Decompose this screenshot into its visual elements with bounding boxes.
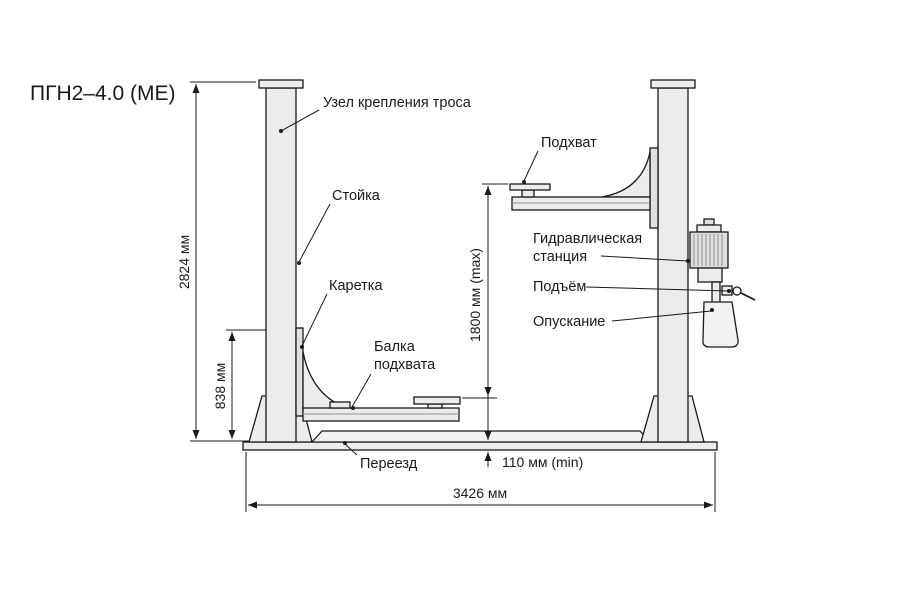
base-frame-bar <box>242 441 718 451</box>
label-hydraulic-line1: Гидравлическая <box>533 231 642 247</box>
label-carriage: Каретка <box>329 278 383 294</box>
left-post-cap <box>258 79 304 89</box>
label-raise: Подъём <box>533 279 586 295</box>
dim-min-height: 110 мм (min) <box>462 380 583 470</box>
leader-dot <box>710 308 714 312</box>
label-post: Стойка <box>332 188 381 204</box>
pump-block <box>697 267 723 283</box>
leader-dot <box>297 261 301 265</box>
leader-dot <box>727 289 731 293</box>
dim-total-height-text: 2824 мм <box>176 235 192 289</box>
label-cable-unit: Узел крепления троса <box>323 95 472 111</box>
left-small-pad <box>329 401 351 409</box>
leader-line <box>523 150 539 182</box>
diagram-title: ПГН2–4.0 (ME) <box>30 82 176 105</box>
dim-carriage-height-text: 838 мм <box>212 363 228 410</box>
base-frame <box>242 430 718 451</box>
leader-dot <box>300 345 304 349</box>
callout-post: Стойка <box>297 188 381 265</box>
leader-dot <box>522 180 526 184</box>
right-post <box>650 79 696 443</box>
callout-pickup: Подхват <box>522 135 597 184</box>
motor-fins <box>693 234 723 266</box>
label-beam-line2: подхвата <box>374 357 436 373</box>
motor-top-knob <box>703 218 715 226</box>
leader-line <box>298 203 331 263</box>
right-post-column <box>657 87 689 443</box>
right-post-cap <box>650 79 696 89</box>
callout-carriage: Каретка <box>300 278 383 349</box>
leader-line <box>280 109 320 132</box>
left-pad-plate <box>413 396 461 405</box>
motor-cap <box>696 224 722 233</box>
dim-total-width-text: 3426 мм <box>453 485 507 501</box>
release-lever <box>740 292 756 301</box>
leader-line <box>301 293 328 347</box>
left-post <box>258 79 304 443</box>
label-ramp: Переезд <box>360 456 418 472</box>
tank-neck <box>711 281 721 305</box>
oil-tank <box>702 301 739 348</box>
leader-line <box>600 255 689 262</box>
leader-line <box>611 310 712 322</box>
right-carriage <box>649 147 659 229</box>
label-lower: Опускание <box>533 314 605 330</box>
hydraulic-station <box>689 218 756 348</box>
label-pickup: Подхват <box>541 135 597 151</box>
left-carriage-assembly <box>295 327 461 422</box>
label-hydraulic-line2: станция <box>533 249 587 265</box>
drive-over-ramp <box>310 430 652 443</box>
callout-ramp: Переезд <box>343 441 418 472</box>
right-pad-stem <box>521 189 535 198</box>
left-carriage-brace <box>302 351 353 411</box>
leader-line <box>344 443 358 456</box>
leader-dot <box>686 259 690 263</box>
right-pad-plate <box>509 183 551 191</box>
leader-dot <box>351 406 355 410</box>
left-post-column <box>265 87 297 443</box>
dim-max-lift-text: 1800 мм (max) <box>467 248 483 342</box>
dim-min-height-text: 110 мм (min) <box>502 454 583 470</box>
leader-line <box>351 373 372 408</box>
dim-max-lift: 1800 мм (max) <box>467 183 508 440</box>
dim-total-width: 3426 мм <box>245 452 716 512</box>
callout-lower: Опускание <box>533 308 714 330</box>
right-carriage-brace <box>601 151 651 198</box>
right-carriage-assembly <box>509 147 659 229</box>
callout-raise: Подъём <box>533 279 731 295</box>
callout-pickup-beam: Балка подхвата <box>351 339 436 410</box>
leader-line <box>585 286 729 292</box>
leader-dot <box>343 441 347 445</box>
callout-hydraulic-station: Гидравлическая станция <box>533 231 690 265</box>
left-carriage <box>295 327 304 417</box>
leader-dot <box>279 129 283 133</box>
dim-total-height: 2824 мм <box>176 81 256 442</box>
dim-carriage-height: 838 мм <box>212 329 266 439</box>
label-beam-line1: Балка <box>374 339 416 355</box>
callout-cable-unit: Узел крепления троса <box>279 95 472 133</box>
release-knob <box>732 286 742 296</box>
